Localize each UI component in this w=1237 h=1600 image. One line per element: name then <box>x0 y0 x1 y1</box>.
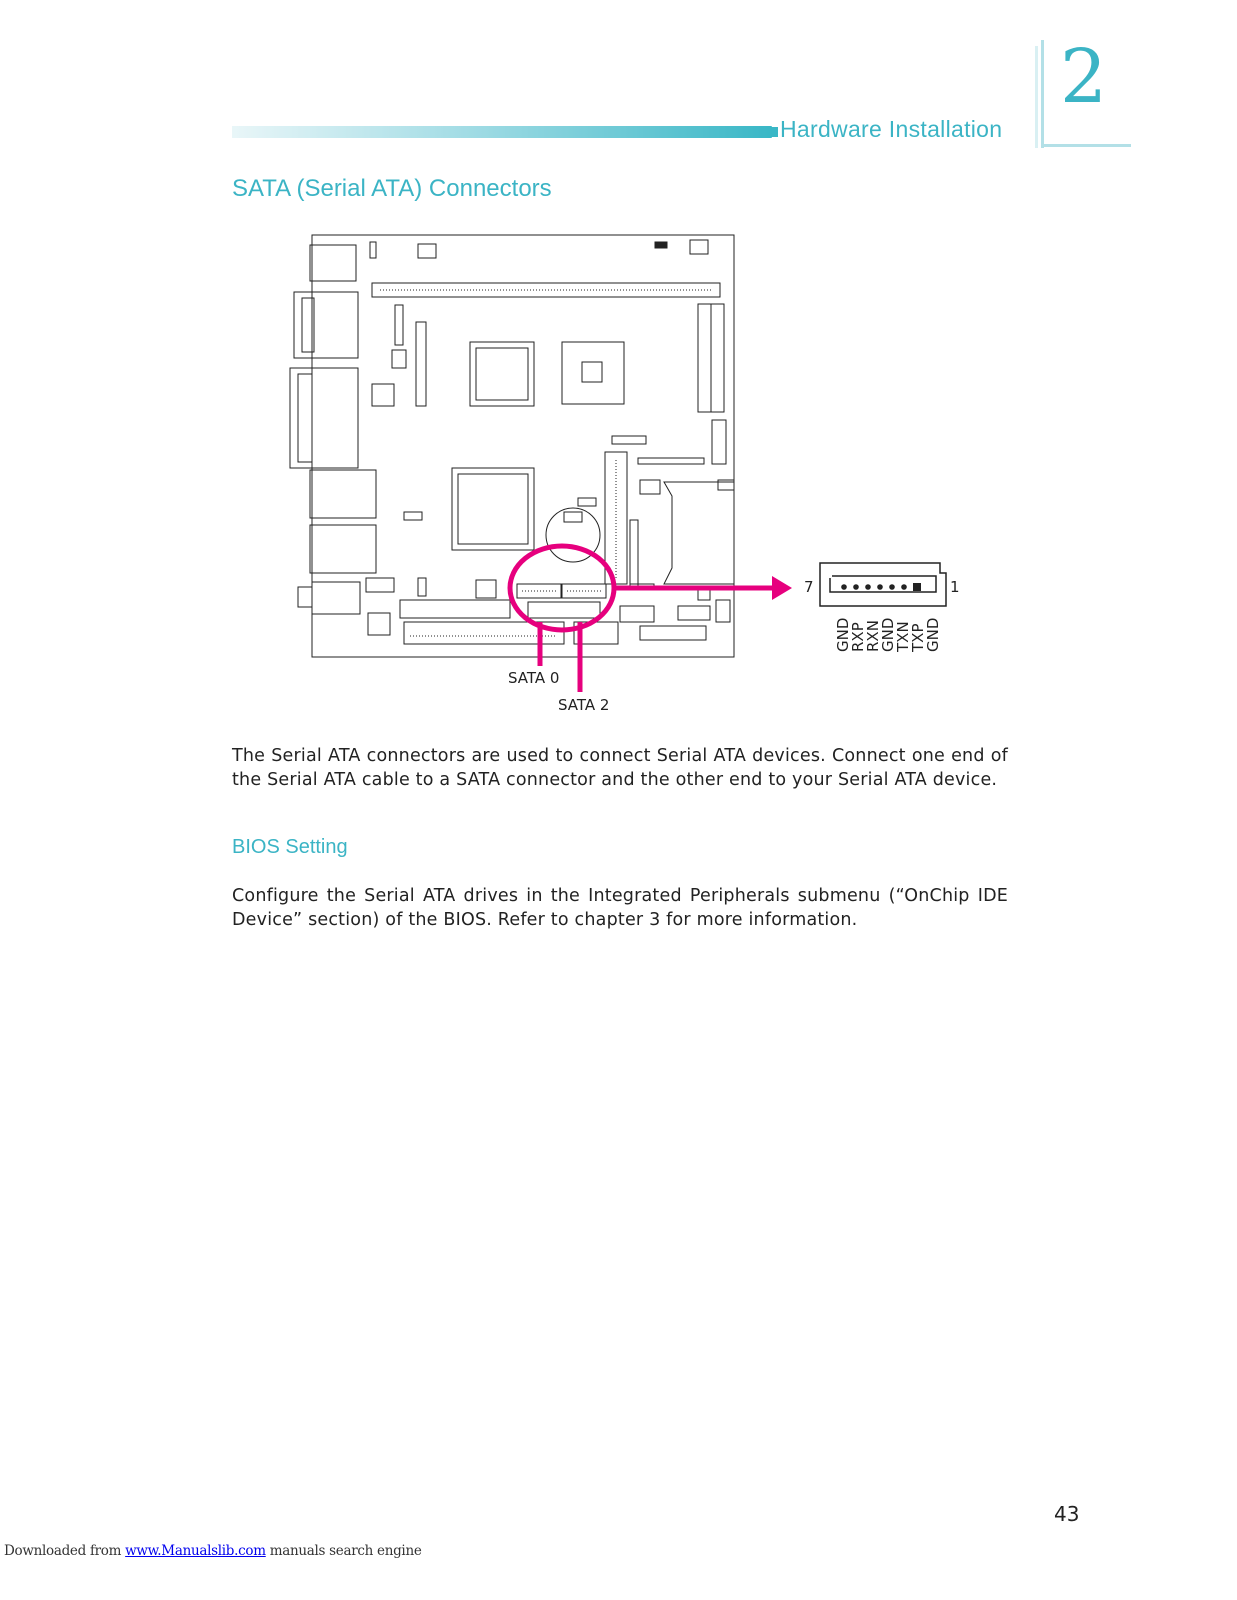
footer-suffix: manuals search engine <box>265 1543 422 1559</box>
southbridge-chip <box>451 467 535 551</box>
header-gradient-bar <box>232 126 772 138</box>
sata-pinout-detail <box>819 562 947 607</box>
pin-name: GND <box>924 618 942 652</box>
dimm-slot <box>371 282 721 298</box>
vga-port <box>289 367 359 469</box>
sata-0-label: SATA 0 <box>508 669 559 687</box>
pin-1-label: 1 <box>950 578 960 596</box>
usb-port <box>309 524 377 574</box>
bios-heading: BIOS Setting <box>232 836 348 858</box>
pin-name: RXP <box>849 622 867 652</box>
lan-port <box>309 469 377 519</box>
paragraph-intro: The Serial ATA connectors are used to co… <box>232 746 1008 790</box>
paragraph-bios: Configure the Serial ATA drives in the I… <box>232 886 1008 930</box>
sata-2-connector <box>561 583 607 599</box>
pin-name: TXN <box>894 621 912 653</box>
motherboard-diagram: 7 1 GND RXP RXN GND TXN TXP GND SATA 0 S… <box>289 234 960 714</box>
com-port-1 <box>293 291 359 359</box>
pin-name: GND <box>879 618 897 652</box>
cf-slot <box>663 481 735 585</box>
battery <box>545 507 601 563</box>
footer-link[interactable]: www.Manualslib.com <box>125 1543 266 1559</box>
pin-7-label: 7 <box>804 578 814 596</box>
page-number: 43 <box>1054 1502 1080 1526</box>
footer-prefix: Downloaded from <box>4 1543 126 1559</box>
cpu-socket <box>561 341 625 405</box>
footer: Downloaded from www.Manualslib.com manua… <box>4 1543 422 1559</box>
header-section-title: Hardware Installation <box>780 116 1003 142</box>
chapter-number: 2 <box>1060 34 1108 120</box>
callout-arrow-head <box>772 576 792 600</box>
sata-2-label: SATA 2 <box>558 696 609 714</box>
northbridge-chip <box>469 341 535 407</box>
page-title: SATA (Serial ATA) Connectors <box>232 175 552 202</box>
audio-jack <box>311 581 361 615</box>
chapter-frame <box>1035 40 1131 148</box>
pin-name: GND <box>834 618 852 652</box>
header-bar-cap <box>772 127 778 137</box>
sata-0-connector <box>516 583 562 599</box>
pin-name: RXN <box>864 620 882 652</box>
pci-slot-bottom <box>403 621 565 645</box>
pin-name: TXP <box>909 624 927 653</box>
super-io-chip <box>371 383 395 407</box>
rear-io-usb <box>309 244 357 282</box>
board-outline <box>311 234 735 658</box>
